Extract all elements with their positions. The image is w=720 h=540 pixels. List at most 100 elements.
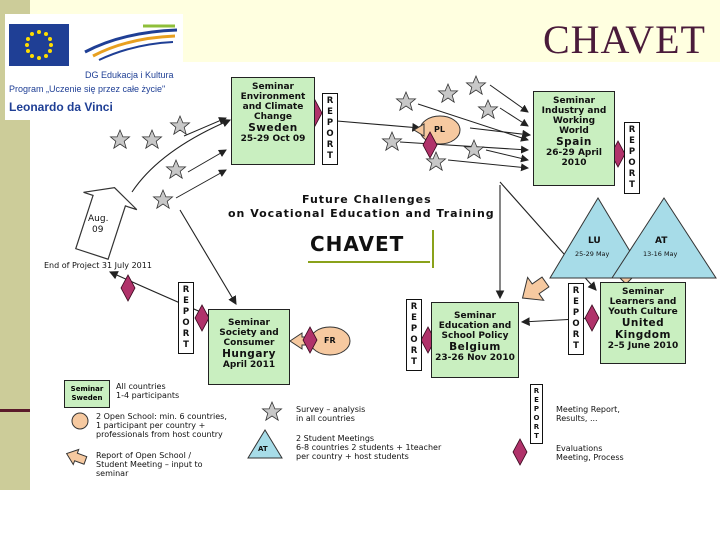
report-input-arrow-icon bbox=[521, 276, 550, 301]
survey-star-icon bbox=[153, 189, 173, 209]
legend-text: 2 Open School: min. 6 countries, bbox=[96, 412, 227, 421]
seminar-topic: World bbox=[559, 126, 589, 136]
seminar-country: Spain bbox=[556, 136, 592, 148]
logo-program-text: Program „Uczenie się przez całe życie" bbox=[9, 84, 166, 94]
seminar-country: Belgium bbox=[449, 341, 501, 353]
seminar-country: United bbox=[621, 317, 665, 329]
eu-leonardo-logo: DG Edukacja i Kultura Program „Uczenie s… bbox=[5, 14, 183, 120]
legend-text: Report of Open School / bbox=[96, 451, 192, 460]
open-school-pl-label: PL bbox=[434, 125, 445, 134]
survey-arrow bbox=[399, 141, 529, 154]
survey-arrow bbox=[489, 84, 529, 113]
seminar-label: Seminar bbox=[228, 318, 270, 328]
seminar-country: Sweden bbox=[248, 122, 298, 134]
seminar-topic: Consumer bbox=[223, 338, 275, 348]
seminar-topic: Society and bbox=[219, 328, 279, 338]
legend-text: 6-8 countries 2 students + 1teacher bbox=[296, 443, 442, 452]
student-meeting-lu-code: LU bbox=[588, 236, 601, 246]
seminar-topic: Working bbox=[552, 116, 596, 126]
seminar-date: 2010 bbox=[561, 158, 587, 168]
legend-seminar-box: Seminar Sweden bbox=[64, 380, 110, 408]
survey-arrow bbox=[187, 149, 227, 173]
start-arrow-icon bbox=[75, 187, 138, 260]
survey-star-icon bbox=[438, 83, 458, 103]
logo-dg-text: DG Edukacja i Kultura bbox=[85, 70, 174, 80]
start-arrow-label: 09 bbox=[92, 225, 104, 235]
seminar-label: Seminar bbox=[622, 287, 664, 297]
legend-text: 2 Student Meetings bbox=[296, 434, 375, 443]
seminar-label: Seminar bbox=[454, 311, 496, 321]
seminar-topic: Environment bbox=[240, 92, 306, 102]
seminar-topic: School Policy bbox=[441, 331, 509, 341]
legend-text: All countries bbox=[116, 382, 166, 391]
legend-text: 1-4 participants bbox=[116, 391, 180, 400]
survey-star-icon bbox=[466, 75, 486, 95]
seminar-date: 25-29 Oct 09 bbox=[240, 134, 306, 144]
legend-diamond-icon bbox=[512, 438, 528, 466]
seminar-date: 26-29 April bbox=[546, 148, 602, 158]
seminar-country: Kingdom bbox=[615, 329, 671, 341]
end-of-project-label: End of Project 31 July 2011 bbox=[44, 261, 152, 270]
evaluation-diamond-icon bbox=[194, 304, 210, 332]
legend-box-label: Sweden bbox=[71, 394, 103, 402]
survey-star-icon bbox=[110, 129, 130, 149]
evaluation-diamond-icon bbox=[584, 304, 600, 332]
legend-text: Evaluations bbox=[556, 444, 603, 453]
legend-triangle-icon bbox=[247, 429, 283, 459]
student-meeting-lu-triangle bbox=[549, 197, 647, 279]
survey-arrow bbox=[183, 117, 227, 137]
legend-open-school-icon bbox=[71, 412, 89, 430]
seminar-date: 23-26 Nov 2010 bbox=[435, 353, 515, 363]
survey-arrow bbox=[485, 149, 529, 163]
seminar-uk-box: Seminar Learners and Youth Culture Unite… bbox=[600, 282, 686, 364]
flow-arrow-start-to-sweden bbox=[131, 118, 232, 193]
seminar-label: Seminar bbox=[252, 82, 294, 92]
logo-leonardo-text: Leonardo da Vinci bbox=[9, 100, 113, 114]
student-meeting-at-code: AT bbox=[655, 236, 668, 246]
seminar-topic: Youth Culture bbox=[608, 307, 678, 317]
legend-report-arrow-icon bbox=[65, 448, 88, 466]
legend-text: 1 participant per country + bbox=[96, 421, 206, 430]
legend-text: professionals from host country bbox=[96, 430, 223, 439]
seminar-belgium-box: Seminar Education and School Policy Belg… bbox=[431, 302, 519, 378]
legend-text: Meeting, Process bbox=[556, 453, 624, 462]
page-title: CHAVET bbox=[542, 17, 706, 62]
student-meeting-at-date: 13-16 May bbox=[643, 250, 678, 258]
legend-triangle-label: AT bbox=[258, 445, 268, 453]
legend-text: Results, ... bbox=[556, 414, 598, 423]
seminar-date: 2–5 June 2010 bbox=[607, 341, 679, 351]
survey-star-icon bbox=[166, 159, 186, 179]
survey-star-icon bbox=[464, 139, 484, 159]
legend-text: Student Meeting – input to bbox=[96, 460, 203, 469]
survey-arrow bbox=[417, 103, 529, 142]
eu-flag-icon bbox=[9, 24, 69, 66]
seminar-label: Seminar bbox=[553, 96, 595, 106]
seminar-topic: Learners and bbox=[609, 297, 677, 307]
survey-arrow bbox=[499, 107, 529, 127]
flow-arrow-sweden-to-pl bbox=[324, 119, 422, 132]
survey-star-icon bbox=[142, 129, 162, 149]
open-school-fr-label: FR bbox=[324, 336, 336, 345]
survey-star-icon bbox=[382, 131, 402, 151]
seminar-topic: Industry and bbox=[541, 106, 607, 116]
legend-text: Meeting Report, bbox=[556, 405, 620, 414]
seminar-topic: and Climate bbox=[242, 102, 304, 112]
survey-arrow bbox=[447, 159, 529, 172]
chavet-logo-text: CHAVET bbox=[310, 232, 405, 256]
evaluation-diamond-icon bbox=[120, 274, 136, 302]
seminar-hungary-box: Seminar Society and Consumer Hungary Apr… bbox=[208, 309, 290, 385]
diagram-subtitle: on Vocational Education and Training bbox=[228, 207, 495, 220]
legend-text: in all countries bbox=[296, 414, 355, 423]
seminar-topic: Change bbox=[253, 112, 293, 122]
legend-box-label: Seminar bbox=[70, 385, 104, 393]
survey-star-icon bbox=[396, 91, 416, 111]
leonardo-swoosh-icon bbox=[84, 24, 178, 61]
flow-arrow-to-end bbox=[108, 271, 211, 317]
legend-text: seminar bbox=[96, 469, 129, 478]
student-meeting-lu-date: 25-29 May bbox=[575, 250, 610, 258]
seminar-sweden-box: Seminar Environment and Climate Change S… bbox=[231, 77, 315, 165]
